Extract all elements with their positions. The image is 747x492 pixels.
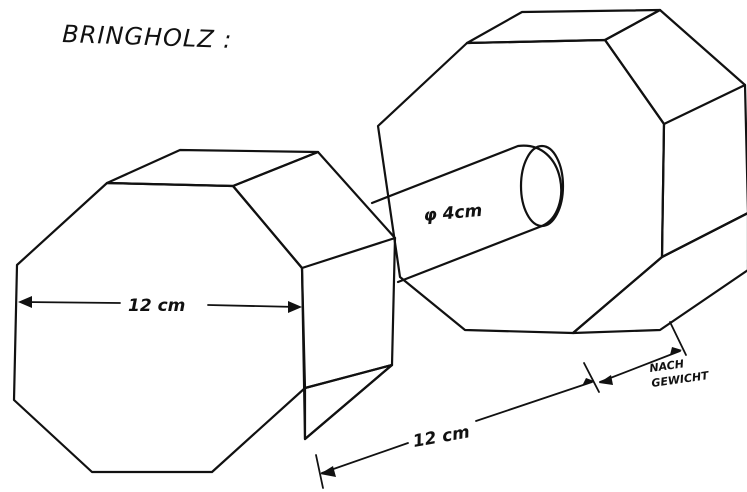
back-weight-side-faces (603, 8, 747, 259)
front-weight-bottom-face (303, 363, 394, 441)
width-dimension-label: 12 cm (128, 296, 185, 316)
front-weight-front-face (12, 181, 307, 474)
back-weight-block (376, 8, 747, 335)
sketch-title: BRINGHOLZ : (62, 20, 233, 54)
weight-adjust-dimension: NACH GEWICHT (599, 321, 711, 390)
front-weight-block (12, 148, 397, 474)
shaft-body (370, 144, 563, 284)
shaft-end-cap (519, 144, 565, 228)
shaft-length-dimension: 12 cm (315, 362, 600, 489)
back-weight-bottom-face (571, 212, 747, 335)
shaft-cylinder (370, 144, 565, 284)
front-weight-side-faces (231, 150, 397, 441)
back-weight-top-face (465, 8, 662, 45)
shaft-length-label: 12 cm (411, 422, 471, 452)
weight-note-line1: NACH (649, 357, 685, 375)
shaft-diameter-label: φ 4cm (423, 201, 483, 226)
width-dimension: 12 cm (18, 296, 302, 316)
front-weight-top-face (105, 148, 320, 188)
